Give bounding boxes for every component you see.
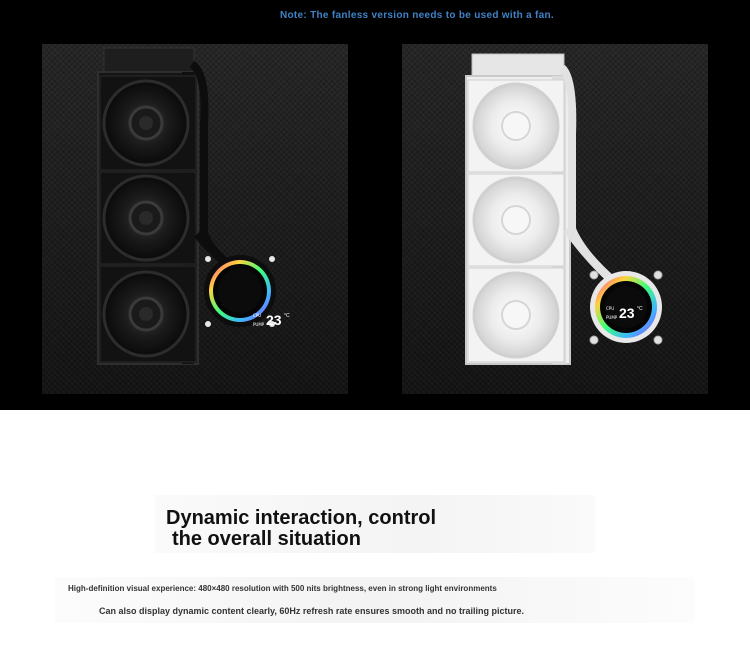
fanless-note: Note: The fanless version needs to be us… — [279, 10, 555, 21]
black-radiator-illustration — [97, 47, 276, 365]
description-backdrop — [55, 577, 695, 623]
fan-1 — [99, 75, 197, 171]
pump-display-black: CPU PUMP 23 °C — [249, 310, 299, 340]
heading-backdrop — [155, 495, 595, 553]
pump-head-black — [204, 255, 276, 327]
white-cooler-image: CPU PUMP 23 °C — [402, 44, 708, 394]
pump-label: PUMP — [253, 322, 265, 327]
fan-3 — [99, 265, 197, 363]
temperature-value: 23 — [266, 312, 282, 328]
black-cooler-image: CPU PUMP 23 °C — [42, 44, 348, 394]
temperature-unit: °C — [284, 313, 290, 319]
pump-head-white — [589, 270, 663, 345]
fan-2 — [99, 171, 197, 265]
pump-display-white: CPU PUMP 23 °C — [602, 303, 652, 333]
fan-3 — [467, 267, 565, 363]
heading-line-2: the overall situation — [172, 528, 361, 550]
description-line-2: Can also display dynamic content clearly… — [99, 606, 524, 616]
temperature-value: 23 — [619, 305, 635, 321]
fan-2 — [467, 173, 565, 267]
white-radiator-illustration — [465, 53, 663, 365]
heading-line-1: Dynamic interaction, control — [166, 507, 437, 529]
description-line-1: High-definition visual experience: 480×4… — [68, 584, 497, 593]
product-banner: Note: The fanless version needs to be us… — [0, 0, 750, 410]
feature-heading: Dynamic interaction, control the overall… — [166, 508, 436, 550]
pump-label: PUMP — [606, 315, 618, 320]
cpu-label: CPU — [253, 313, 262, 318]
fan-1 — [467, 79, 565, 173]
temperature-unit: °C — [637, 306, 643, 312]
cpu-label: CPU — [606, 306, 615, 311]
